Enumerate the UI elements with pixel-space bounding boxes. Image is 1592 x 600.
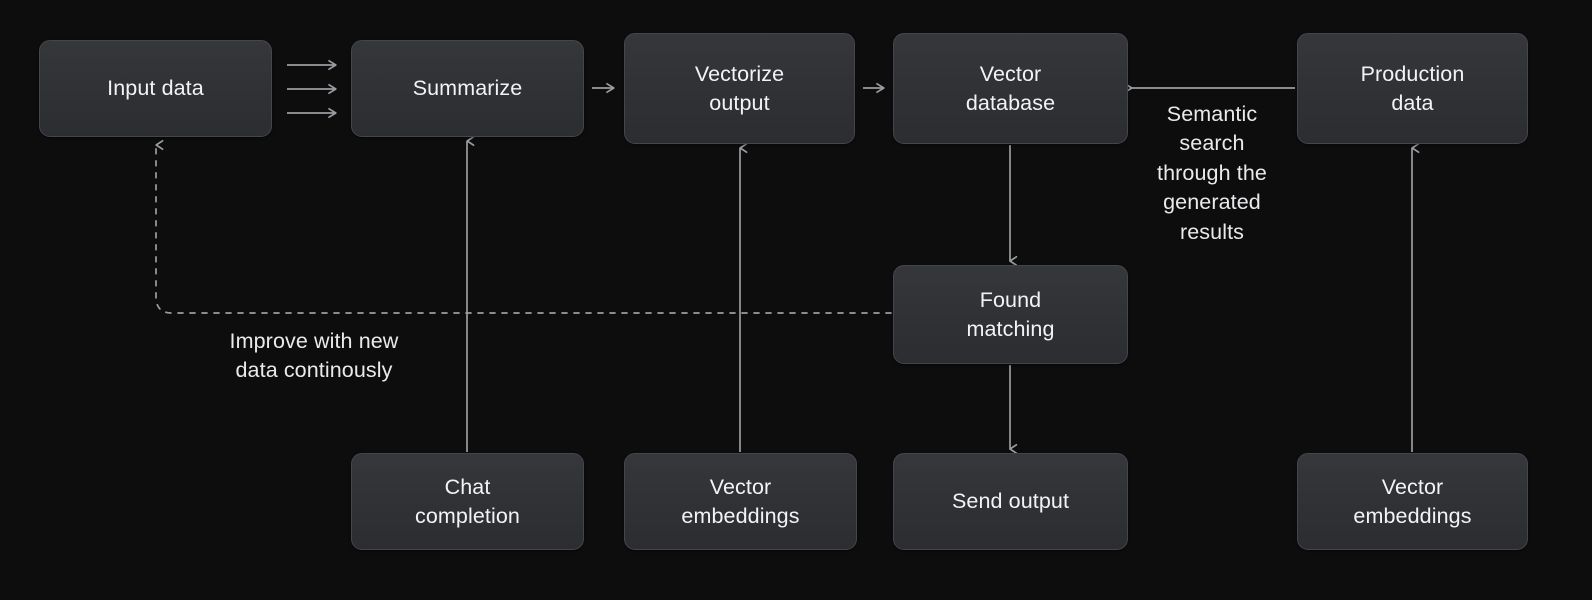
node-send-output[interactable]: Send output — [893, 453, 1128, 550]
node-label: Found matching — [966, 287, 1055, 341]
node-label: Vector database — [965, 61, 1056, 115]
semantic-search-label: Semantic search through the generated re… — [1157, 102, 1267, 244]
node-label: Production data — [1360, 61, 1465, 115]
node-vector-embeddings-mid[interactable]: Vector embeddings — [624, 453, 857, 550]
node-label: Vectorize output — [694, 61, 785, 115]
node-found-matching[interactable]: Found matching — [893, 265, 1128, 364]
node-label: Summarize — [412, 76, 523, 101]
node-input-data[interactable]: Input data — [39, 40, 272, 137]
node-vectorize-output[interactable]: Vectorize output — [624, 33, 855, 144]
node-production-data[interactable]: Production data — [1297, 33, 1528, 144]
node-label: Chat completion — [415, 474, 520, 528]
node-label: Vector embeddings — [681, 474, 800, 528]
edge-found-to-input-feedback — [155, 139, 892, 314]
node-vector-database[interactable]: Vector database — [893, 33, 1128, 144]
node-label: Input data — [107, 76, 204, 101]
node-summarize[interactable]: Summarize — [351, 40, 584, 137]
node-label: Vector embeddings — [1353, 474, 1472, 528]
node-label: Send output — [951, 489, 1070, 514]
node-vector-embeddings-right[interactable]: Vector embeddings — [1297, 453, 1528, 550]
improve-label: Improve with new data continously — [229, 329, 399, 383]
node-chat-completion[interactable]: Chat completion — [351, 453, 584, 550]
